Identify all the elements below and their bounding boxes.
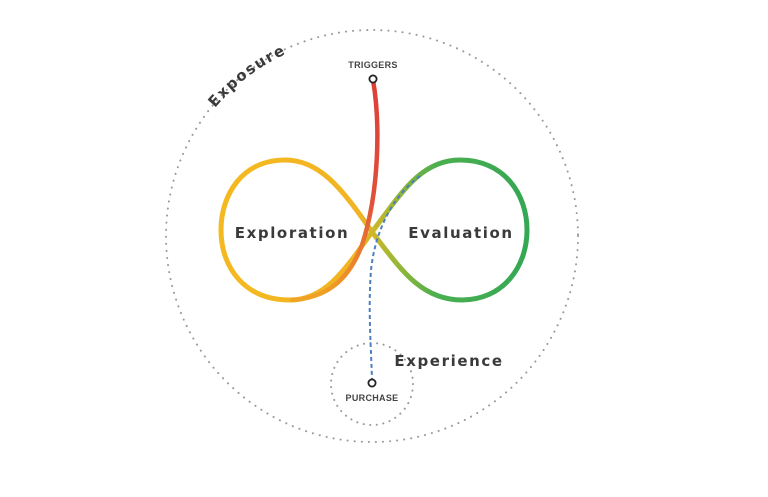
exposure-boundary [165, 29, 579, 443]
exploration-label: Exploration [235, 224, 350, 242]
experience-boundary [330, 342, 414, 426]
purchase-path [368, 175, 421, 381]
evaluation-label: Evaluation [408, 224, 513, 242]
triggers-label: TRIGGERS [348, 60, 397, 70]
triggers-node[interactable] [368, 74, 378, 84]
experience-label: Experience [394, 352, 503, 370]
purchase-node[interactable] [367, 378, 377, 388]
exposure-label: Exposure [204, 41, 288, 111]
purchase-label: PURCHASE [346, 393, 399, 403]
exposure-label-path: Exposure [204, 41, 287, 111]
trigger-path [289, 77, 380, 303]
infinity-loop [218, 157, 530, 303]
